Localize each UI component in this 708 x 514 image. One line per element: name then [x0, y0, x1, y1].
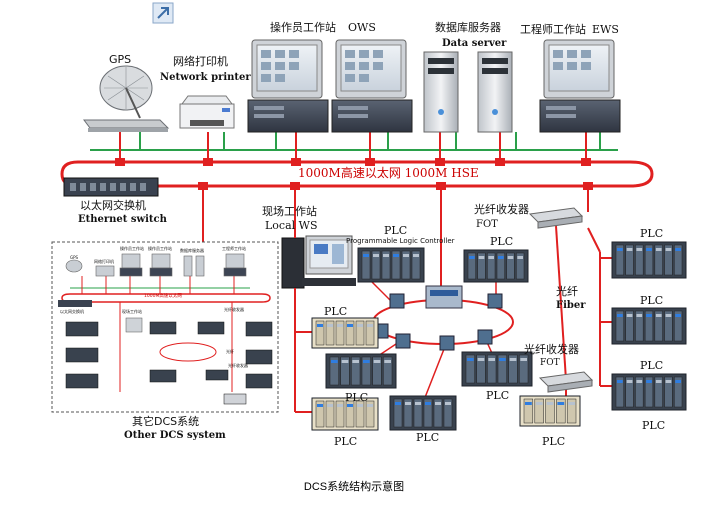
- fiber-label-en: Fiber: [556, 300, 586, 311]
- hse-bus: [60, 160, 654, 188]
- mini-ows-label: 操作员工作站: [120, 246, 144, 251]
- plc-label-right-2: PLC: [640, 294, 664, 307]
- fot-bottom: [538, 371, 594, 393]
- operator-workstation-2: [331, 39, 413, 133]
- ews-label-en: EWS: [592, 23, 619, 36]
- plc-rack-right-2: [611, 307, 687, 345]
- engineer-workstation: [539, 39, 621, 133]
- plc-label-bottom-fot: PLC: [542, 435, 566, 448]
- plc-rack-ring-left: [325, 353, 397, 389]
- mini-fot-label: 光纤收发器: [224, 307, 244, 312]
- fot-top-label-cn: 光纤收发器: [474, 203, 529, 216]
- local-ws-label-cn: 现场工作站: [262, 205, 317, 218]
- fot-bottom-label-en: FOT: [540, 358, 560, 368]
- plc-rack-center: [357, 247, 425, 283]
- data-server-2: [477, 51, 513, 133]
- green-drops: [139, 132, 601, 150]
- fot-top: [528, 207, 584, 229]
- ows-label-cn: 操作员工作站: [270, 21, 336, 34]
- mini-switch-label: 以太网交换机: [60, 309, 84, 314]
- data-server-1: [423, 51, 459, 133]
- plc-rack-bottom-mid: [389, 395, 457, 431]
- other-dcs-label-en: Other DCS system: [124, 430, 226, 441]
- expand-icon[interactable]: [152, 2, 174, 24]
- plc-rack-ring-right: [461, 351, 533, 387]
- mini-fot2-label: 光纤收发器: [228, 363, 248, 368]
- mini-ews-label: 工程师工作站: [222, 246, 246, 251]
- plc-label-ring-right: PLC: [486, 389, 510, 402]
- plc-label-ring-left: PLC: [345, 391, 369, 404]
- local-ws-label-en: Local WS: [265, 219, 318, 232]
- operator-workstation-1: [247, 39, 329, 133]
- field-links: [202, 186, 612, 413]
- switch-label-cn: 以太网交换机: [80, 199, 146, 212]
- plc-label-right-1: PLC: [640, 227, 664, 240]
- plc-label-upper-right: PLC: [490, 235, 514, 248]
- other-dcs-box: [51, 241, 279, 413]
- network-printer: [179, 95, 235, 129]
- plc-label-bottom-left: PLC: [334, 435, 358, 448]
- plc-label-right-3: PLC: [640, 359, 664, 372]
- plc-rack-upper-right: [463, 249, 529, 283]
- plc-rack-left-top: [311, 317, 379, 349]
- mini-fiber-label: 光纤: [226, 349, 234, 354]
- local-workstation: [281, 235, 356, 289]
- plc-label-bottom-mid: PLC: [416, 431, 440, 444]
- ews-label-cn: 工程师工作站: [520, 23, 586, 36]
- plc-fullname: Programmable Logic Controller: [346, 237, 455, 245]
- plc-label-right-4: PLC: [642, 419, 666, 432]
- fot-top-label-en: FOT: [476, 219, 498, 230]
- mini-printer-label: 网络打印机: [94, 259, 114, 264]
- fot-bottom-label-cn: 光纤收发器: [524, 343, 579, 356]
- other-dcs-label-cn: 其它DCS系统: [132, 415, 200, 428]
- plc-rack-bottom-fot: [519, 395, 581, 427]
- plc-racks: [311, 241, 687, 431]
- mini-ows2-label: 操作员工作站: [148, 246, 172, 251]
- fiber-label-cn: 光纤: [556, 285, 578, 298]
- ows-label-en: OWS: [348, 21, 376, 34]
- switch-label-en: Ethernet switch: [78, 214, 167, 225]
- printer-label-en: Network printer: [160, 72, 251, 83]
- figure-caption: DCS系统结构示意图: [303, 481, 405, 493]
- mini-bus-label: 1000M高速以太网: [144, 294, 182, 299]
- plc-label-left-top: PLC: [324, 305, 348, 318]
- plc-rack-right-3: [611, 373, 687, 411]
- db-label-en: Data server: [442, 38, 507, 49]
- db-label-cn: 数据库服务器: [435, 21, 501, 34]
- bus-label: 1000M高速以太网 1000M HSE: [298, 166, 479, 180]
- gps-antenna: [83, 65, 170, 132]
- mini-gps-label: GPS: [70, 255, 79, 260]
- bus-drops: [119, 132, 587, 162]
- printer-label-cn: 网络打印机: [173, 55, 228, 68]
- mini-db-label: 数据库服务器: [180, 248, 204, 253]
- ethernet-switch: [63, 177, 159, 197]
- plc-label-center: PLC: [384, 224, 408, 237]
- plc-rack-bottom-left: [311, 397, 379, 431]
- mini-local-label: 现场工作站: [122, 309, 142, 314]
- plc-rack-right-1: [611, 241, 687, 279]
- gps-label: GPS: [109, 53, 132, 66]
